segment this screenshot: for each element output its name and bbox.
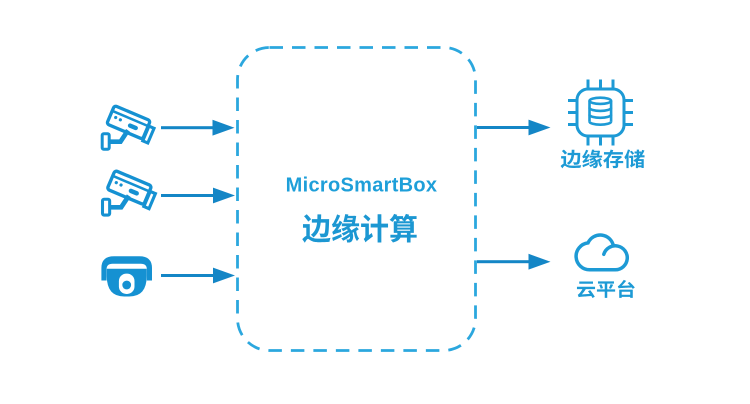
svg-text:MicroSmartBox: MicroSmartBox <box>286 175 438 197</box>
